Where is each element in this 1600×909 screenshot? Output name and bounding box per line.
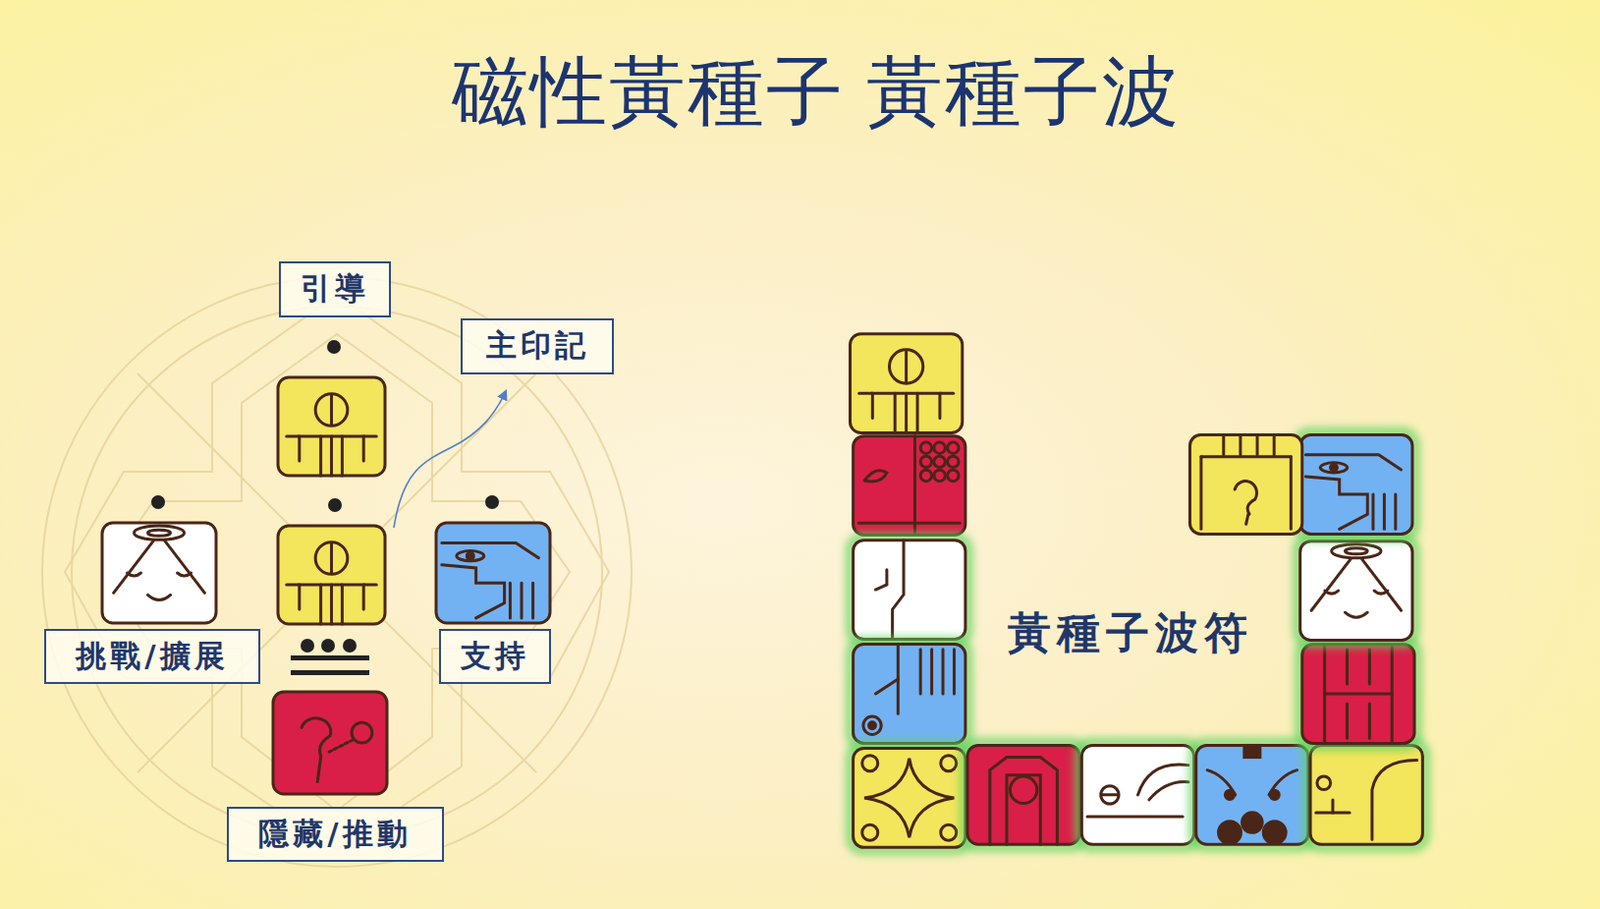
glyph-tile — [849, 333, 962, 434]
leader-arrow — [393, 390, 506, 528]
label-box: 挑戰/擴展 — [44, 628, 261, 684]
label-text: 引導 — [300, 268, 370, 310]
glyph-tile — [1299, 641, 1418, 747]
glyph-tile — [1078, 741, 1197, 847]
glyph-tile — [277, 525, 386, 624]
tone-dots — [151, 339, 499, 675]
oracle-background — [42, 276, 632, 867]
glyph-tile — [850, 641, 969, 747]
glyph-tile — [1189, 435, 1302, 535]
label-text: 挑戰/擴展 — [75, 635, 228, 677]
glyph-tile — [853, 436, 966, 536]
glyph-tile — [1307, 741, 1426, 847]
glyph-tile — [436, 522, 551, 623]
label-text: 隱藏/推動 — [258, 813, 411, 855]
label-box: 引導 — [278, 261, 391, 318]
label-text: 主印記 — [486, 325, 590, 367]
label-text: 支持 — [460, 635, 530, 677]
title: 磁性黃種子 黃種子波 — [451, 41, 1181, 145]
label-box: 隱藏/推動 — [226, 806, 444, 862]
glyph-tile — [1297, 538, 1416, 644]
glyph-tile — [102, 522, 217, 623]
glyph-tile — [964, 741, 1083, 847]
label-box: 主印記 — [460, 318, 614, 375]
glyph-tile — [850, 537, 969, 643]
glyph-tile — [277, 377, 386, 476]
wave-label: 黃種子波符 — [1007, 604, 1254, 663]
glyph-tile — [1297, 432, 1416, 538]
glyph-tile — [1193, 741, 1312, 847]
label-box: 支持 — [439, 628, 552, 684]
glyph-tile — [273, 691, 387, 794]
glyph-tile — [850, 745, 969, 851]
